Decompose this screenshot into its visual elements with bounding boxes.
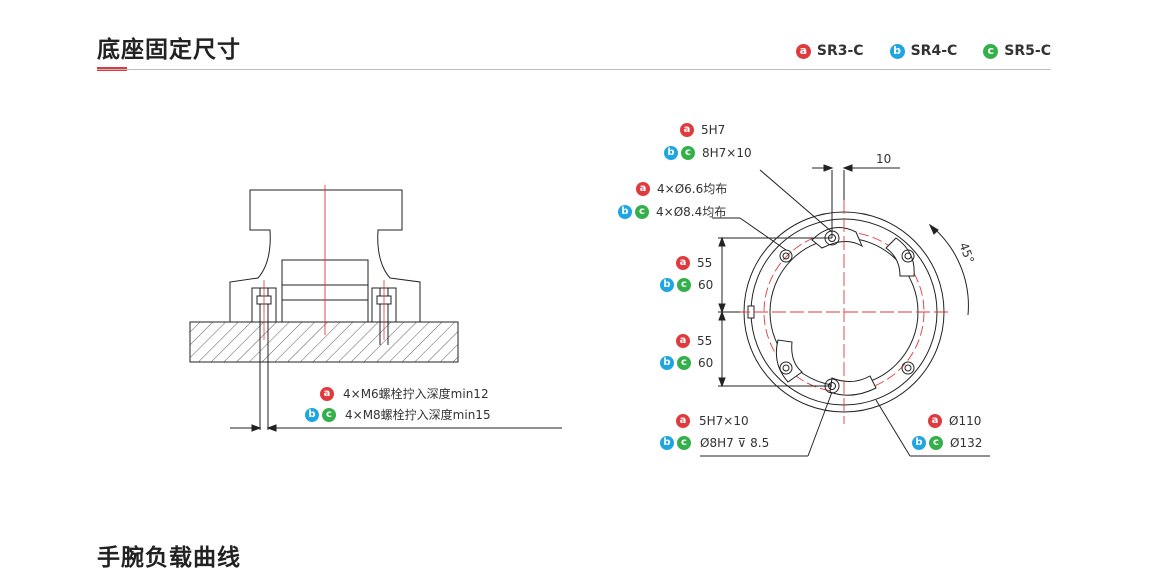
badge-a-icon: a: [320, 386, 334, 401]
bolt-note-a: a 4×M6螺栓拧入深度min12: [320, 385, 489, 402]
badge-c-icon: c: [322, 407, 336, 422]
legend-label-a: SR3-C: [816, 43, 864, 59]
badge-b-icon: b: [618, 204, 632, 219]
offset-dim: 10: [876, 152, 892, 166]
badge-a-icon: a: [676, 414, 690, 428]
legend-item-a: a SR3-C: [795, 43, 864, 59]
badge-c-icon: c: [635, 204, 649, 219]
lower-dim-bc: b c 60: [660, 356, 713, 370]
holes-note-a: a 4×Ø6.6均布: [636, 180, 727, 197]
pin-top-note-a: a 5H7: [680, 123, 725, 137]
badge-b-icon: b: [912, 436, 926, 450]
model-legend: a SR3-C b SR4-C c SR5-C: [795, 43, 1051, 59]
flange-top-view-drawing: [700, 164, 990, 457]
badge-b-icon: b: [305, 407, 319, 422]
badge-c-icon: c: [677, 356, 691, 370]
header-divider: [97, 69, 1051, 70]
badge-a-icon: a: [636, 181, 650, 196]
bolt-note-bc: b c 4×M8螺栓拧入深度min15: [305, 406, 491, 423]
badge-c-icon: c: [677, 436, 691, 450]
badge-b-icon: b: [889, 43, 905, 59]
badge-b-icon: b: [660, 356, 674, 370]
legend-label-c: SR5-C: [1004, 43, 1051, 59]
badge-b-icon: b: [660, 278, 674, 292]
badge-a-icon: a: [795, 43, 811, 59]
lower-dim-a: a 55: [676, 334, 712, 348]
diam-note-a: a Ø110: [928, 414, 981, 428]
pin-bottom-note-a: a 5H7×10: [676, 414, 749, 428]
legend-item-b: b SR4-C: [889, 43, 958, 59]
badge-b-icon: b: [664, 146, 678, 160]
section-title-wrist-load: 手腕负载曲线: [97, 545, 241, 571]
page-title: 底座固定尺寸: [97, 37, 241, 63]
badge-a-icon: a: [680, 123, 694, 137]
badge-c-icon: c: [681, 146, 695, 160]
badge-a-icon: a: [928, 414, 942, 428]
badge-c-icon: c: [929, 436, 943, 450]
holes-note-bc: b c 4×Ø8.4均布: [618, 203, 726, 220]
base-section-drawing: [189, 185, 562, 432]
pin-bottom-note-bc: b c Ø8H7 ⊽ 8.5: [660, 436, 769, 450]
badge-b-icon: b: [660, 436, 674, 450]
upper-dim-bc: b c 60: [660, 278, 713, 292]
legend-label-b: SR4-C: [910, 43, 958, 59]
upper-dim-a: a 55: [676, 256, 712, 270]
legend-item-c: c SR5-C: [983, 43, 1051, 59]
badge-a-icon: a: [676, 334, 690, 348]
badge-c-icon: c: [983, 43, 999, 59]
pin-top-note-bc: b c 8H7×10: [664, 146, 752, 160]
diam-note-bc: b c Ø132: [912, 436, 982, 450]
badge-c-icon: c: [677, 278, 691, 292]
badge-a-icon: a: [676, 256, 690, 270]
